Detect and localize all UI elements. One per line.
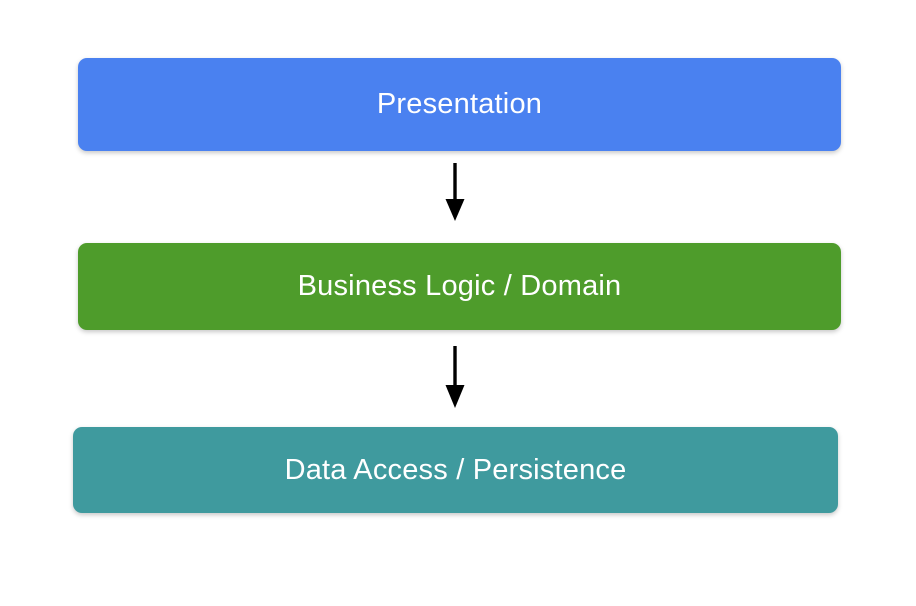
layer-label-business-logic: Business Logic / Domain	[297, 270, 622, 302]
arrow-business-to-data	[445, 346, 465, 408]
layer-label-presentation: Presentation	[376, 88, 543, 120]
arrow-presentation-to-business	[445, 163, 465, 221]
layer-box-data-access[interactable]: Data Access / Persistence	[73, 427, 838, 513]
layer-box-presentation[interactable]: Presentation	[78, 58, 841, 151]
layer-label-data-access: Data Access / Persistence	[284, 453, 627, 486]
layer-box-business-logic[interactable]: Business Logic / Domain	[78, 243, 841, 330]
